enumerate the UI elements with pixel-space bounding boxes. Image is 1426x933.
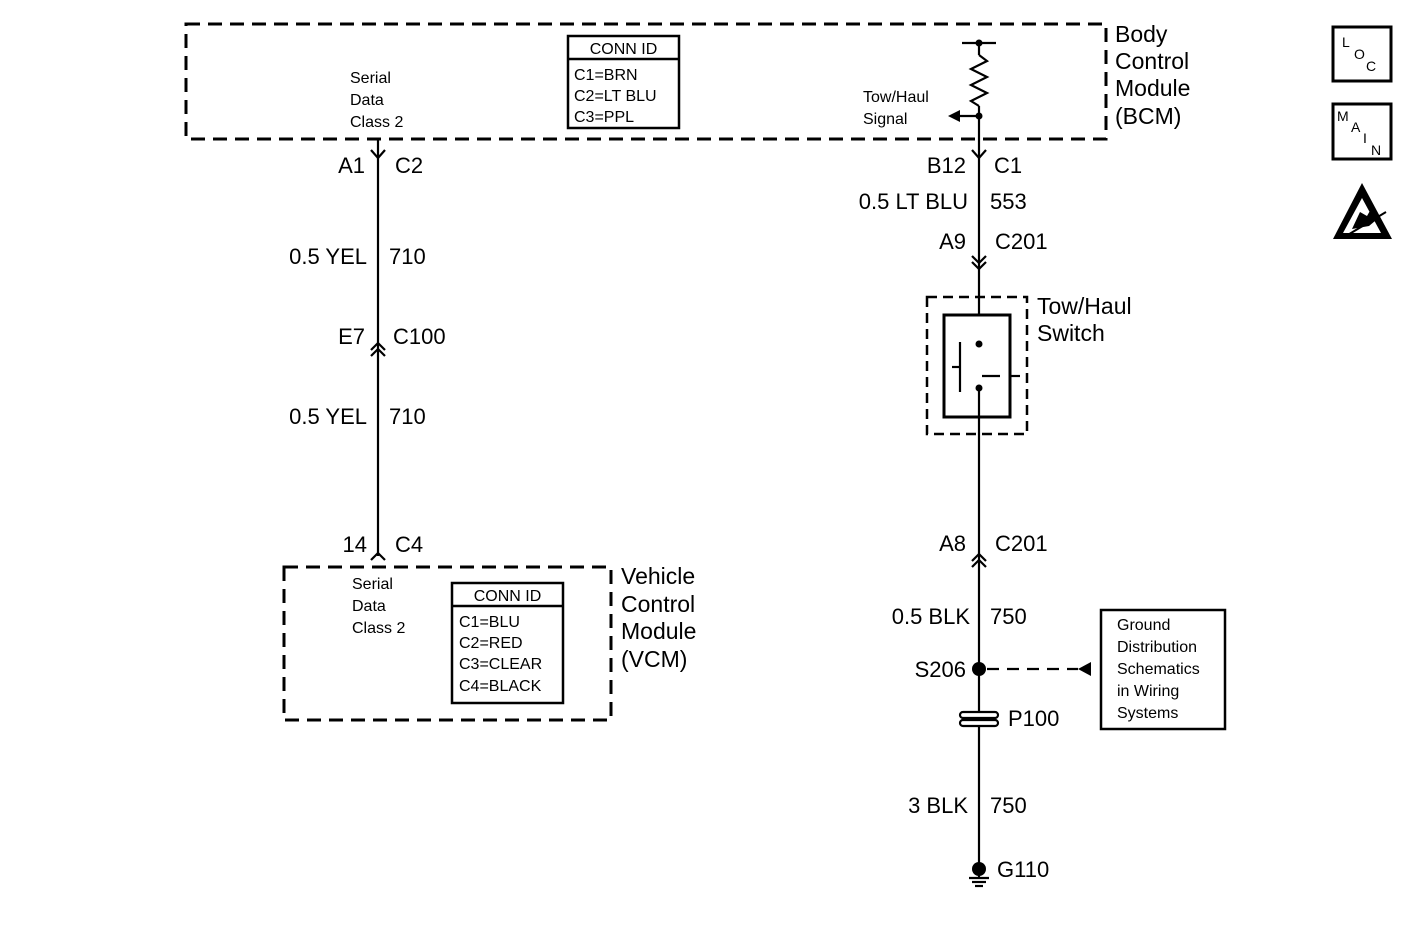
upper-pin: A9 bbox=[939, 229, 966, 254]
left-wire1-circuit: 710 bbox=[389, 244, 426, 269]
vcm-serial-line-3: Class 2 bbox=[352, 620, 405, 637]
right-wire3-color: 3 BLK bbox=[908, 793, 968, 818]
tow-haul-signal-line-2: Signal bbox=[863, 111, 907, 128]
switch-name-line-2: Switch bbox=[1037, 320, 1105, 346]
vcm-serial-line-1: Serial bbox=[352, 576, 393, 593]
vcm-conn-id-table: CONN ID C1=BLU C2=RED C3=CLEAR C4=BLACK bbox=[450, 581, 565, 705]
inline-conn: C100 bbox=[393, 324, 446, 349]
upper-conn: C201 bbox=[995, 229, 1048, 254]
right-wire2-circuit: 750 bbox=[990, 604, 1027, 629]
bcm-name-line-3: Module bbox=[1115, 75, 1190, 101]
ground-label: G110 bbox=[997, 857, 1049, 882]
bcm-name-line-4: (BCM) bbox=[1115, 103, 1181, 129]
vcm-conn-c3: C3=CLEAR bbox=[459, 656, 542, 673]
connector-male-icon bbox=[370, 551, 386, 561]
bcm-boundary bbox=[184, 22, 1108, 141]
ground-symbol-icon bbox=[969, 862, 989, 888]
ground-distribution-reference[interactable]: Ground Distribution Schematics in Wiring… bbox=[1099, 608, 1227, 731]
bcm-name-line-2: Control bbox=[1115, 48, 1189, 74]
bcm-conn-id-table: CONN ID C1=BRN C2=LT BLU C3=PPL bbox=[566, 34, 681, 130]
left-wire2-color: 0.5 YEL bbox=[289, 404, 367, 429]
ground-ref-line-5: Systems bbox=[1117, 705, 1178, 722]
esd-warning-icon bbox=[1333, 183, 1392, 239]
right-bcm-conn: C1 bbox=[994, 153, 1022, 178]
left-wire1-color: 0.5 YEL bbox=[289, 244, 367, 269]
vcm-conn-c4: C4=BLACK bbox=[459, 678, 542, 695]
left-circuit: A1 C2 0.5 YEL 710 E7 C100 0.5 YEL 710 14… bbox=[289, 140, 446, 561]
vcm-conn-c2: C2=RED bbox=[459, 635, 523, 652]
ground-ref-line-2: Distribution bbox=[1117, 639, 1197, 656]
left-bcm-conn: C2 bbox=[395, 153, 423, 178]
vcm-conn-c1: C1=BLU bbox=[459, 614, 520, 631]
bcm-serial-line-3: Class 2 bbox=[350, 114, 403, 131]
main-icon[interactable]: M A I N bbox=[1331, 102, 1393, 161]
right-wire3-circuit: 750 bbox=[990, 793, 1027, 818]
vcm-name-line-2: Control bbox=[621, 591, 695, 617]
splice-dot-icon bbox=[972, 662, 986, 676]
lower-conn: C201 bbox=[995, 531, 1048, 556]
left-bcm-pin: A1 bbox=[338, 153, 365, 178]
loc-letter-3: C bbox=[1366, 58, 1376, 74]
loc-icon[interactable]: L O C bbox=[1331, 25, 1393, 83]
vcm-name-line-4: (VCM) bbox=[621, 646, 687, 672]
tow-haul-signal-line-1: Tow/Haul bbox=[863, 89, 929, 106]
vcm-pin: 14 bbox=[343, 532, 367, 557]
switch-name-line-1: Tow/Haul bbox=[1037, 293, 1132, 319]
right-wire2-color: 0.5 BLK bbox=[892, 604, 971, 629]
splice-label: S206 bbox=[915, 657, 966, 682]
loc-letter-1: L bbox=[1342, 34, 1350, 50]
connector-c201-upper-icon bbox=[971, 255, 987, 271]
bcm-conn-c1: C1=BRN bbox=[574, 67, 638, 84]
ground-ref-line-4: in Wiring bbox=[1117, 683, 1179, 700]
main-letter-3: I bbox=[1363, 130, 1367, 146]
lower-pin: A8 bbox=[939, 531, 966, 556]
bcm-name-line-1: Body bbox=[1115, 21, 1168, 47]
bcm-conn-id-title: CONN ID bbox=[590, 41, 658, 58]
bcm-serial-line-1: Serial bbox=[350, 70, 391, 87]
vcm-boundary bbox=[282, 565, 613, 722]
main-letter-2: A bbox=[1351, 119, 1361, 135]
vcm-module: Serial Data Class 2 CONN ID C1=BLU C2=RE… bbox=[282, 563, 696, 722]
inline-connector-icon bbox=[370, 341, 386, 357]
momentary-switch-icon bbox=[952, 340, 1020, 416]
vcm-serial-line-2: Data bbox=[352, 598, 386, 615]
right-wire1-color: 0.5 LT BLU bbox=[859, 189, 968, 214]
tow-haul-switch bbox=[925, 295, 1029, 436]
arrow-left-icon bbox=[1078, 662, 1091, 676]
right-circuit: B12 C1 0.5 LT BLU 553 A9 C201 Tow/Haul bbox=[859, 140, 1132, 888]
pass-through-label: P100 bbox=[1008, 706, 1059, 731]
bcm-serial-line-2: Data bbox=[350, 92, 384, 109]
vcm-name-line-3: Module bbox=[621, 618, 696, 644]
pass-through-grommet-icon bbox=[958, 710, 1000, 728]
left-wire2-circuit: 710 bbox=[389, 404, 426, 429]
main-letter-4: N bbox=[1371, 142, 1381, 158]
vcm-conn-id-title: CONN ID bbox=[474, 588, 542, 605]
connector-c201-lower-icon bbox=[971, 552, 987, 568]
loc-letter-2: O bbox=[1354, 46, 1365, 62]
right-bcm-pin: B12 bbox=[927, 153, 966, 178]
right-wire1-circuit: 553 bbox=[990, 189, 1027, 214]
ground-ref-line-1: Ground bbox=[1117, 617, 1170, 634]
ground-ref-line-3: Schematics bbox=[1117, 661, 1200, 678]
inline-pin: E7 bbox=[338, 324, 365, 349]
vcm-conn: C4 bbox=[395, 532, 423, 557]
main-letter-1: M bbox=[1337, 108, 1349, 124]
bcm-conn-c2: C2=LT BLU bbox=[574, 88, 657, 105]
bcm-conn-c3: C3=PPL bbox=[574, 109, 634, 126]
pull-up-resistor-icon bbox=[948, 39, 996, 140]
bcm-module: Serial Data Class 2 CONN ID C1=BRN C2=LT… bbox=[184, 21, 1190, 141]
vcm-name-line-1: Vehicle bbox=[621, 563, 695, 589]
